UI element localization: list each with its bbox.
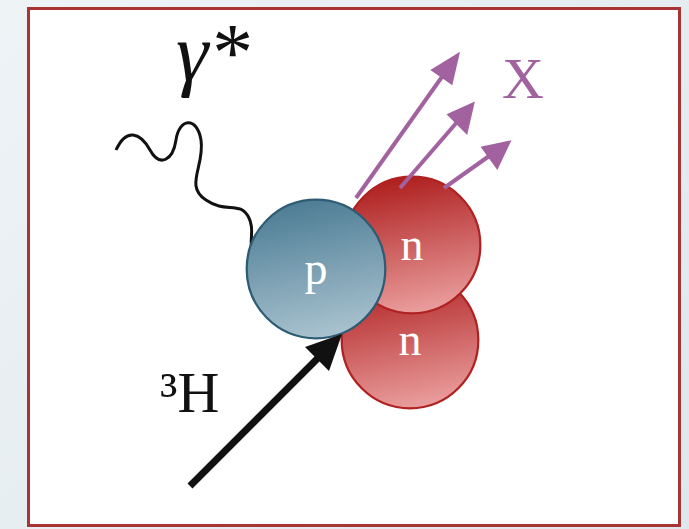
jet-arrow [356, 74, 444, 198]
jet-label: X [502, 50, 544, 108]
jet-arrow [400, 121, 458, 188]
arrow-head [450, 105, 472, 131]
jet-arrow [444, 154, 492, 188]
arrow-head [305, 334, 342, 371]
particle-label: n [401, 222, 424, 268]
photon-label: γ* [176, 12, 249, 94]
proton-circle: p [245, 198, 387, 340]
particle-label: p [305, 246, 328, 292]
particle-label: n [399, 317, 422, 363]
arrow-head [484, 143, 508, 166]
jet-arrows [356, 56, 508, 198]
photon-wave [116, 123, 252, 250]
nucleus-label: ³H [160, 364, 219, 422]
arrow-head [434, 56, 457, 82]
